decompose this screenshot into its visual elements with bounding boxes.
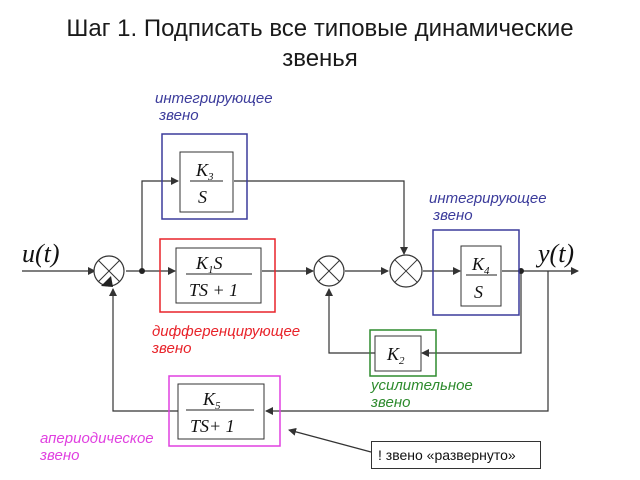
label-differentiating: дифференцирующее звено xyxy=(152,323,301,357)
branch-point xyxy=(139,268,145,274)
svg-text:K2: K2 xyxy=(386,344,405,367)
label-integrating-right: интегрирующее звено xyxy=(429,190,547,224)
svg-text:TS + 1: TS + 1 xyxy=(189,280,238,300)
label-aperiodic: апериодическое звено xyxy=(40,430,154,464)
label-integrating-top: интегрирующее звено xyxy=(155,90,273,124)
summing-junction xyxy=(389,254,423,288)
svg-text:K4: K4 xyxy=(471,254,490,277)
svg-text:K1S: K1S xyxy=(195,253,223,276)
summing-junction xyxy=(93,255,125,287)
svg-text:K5: K5 xyxy=(202,389,221,412)
title-line-1: Шаг 1. Подписать все типовые динамически… xyxy=(66,15,574,42)
signal-lines xyxy=(22,177,579,453)
summing-junction xyxy=(313,255,345,287)
svg-text:TS+ 1: TS+ 1 xyxy=(190,416,235,436)
svg-text:S: S xyxy=(198,187,207,207)
title-line-2: звенья xyxy=(282,45,358,72)
block-k5: K5 TS+ 1 xyxy=(168,375,281,447)
block-k3: K3 S xyxy=(161,133,248,220)
block-k1: K1S TS + 1 xyxy=(159,238,276,313)
page-title: Шаг 1. Подписать все типовые динамически… xyxy=(0,14,640,74)
svg-text:S: S xyxy=(474,282,483,302)
input-signal-label: u(t) xyxy=(22,239,60,268)
note-box: ! звено «развернуто» xyxy=(371,441,541,469)
svg-text:K3: K3 xyxy=(195,160,214,183)
block-k2: K2 xyxy=(369,329,437,377)
label-amplifying: усилительное звено xyxy=(371,377,473,411)
output-signal-label: y(t) xyxy=(535,239,574,268)
block-k4: K4 S xyxy=(432,229,520,316)
